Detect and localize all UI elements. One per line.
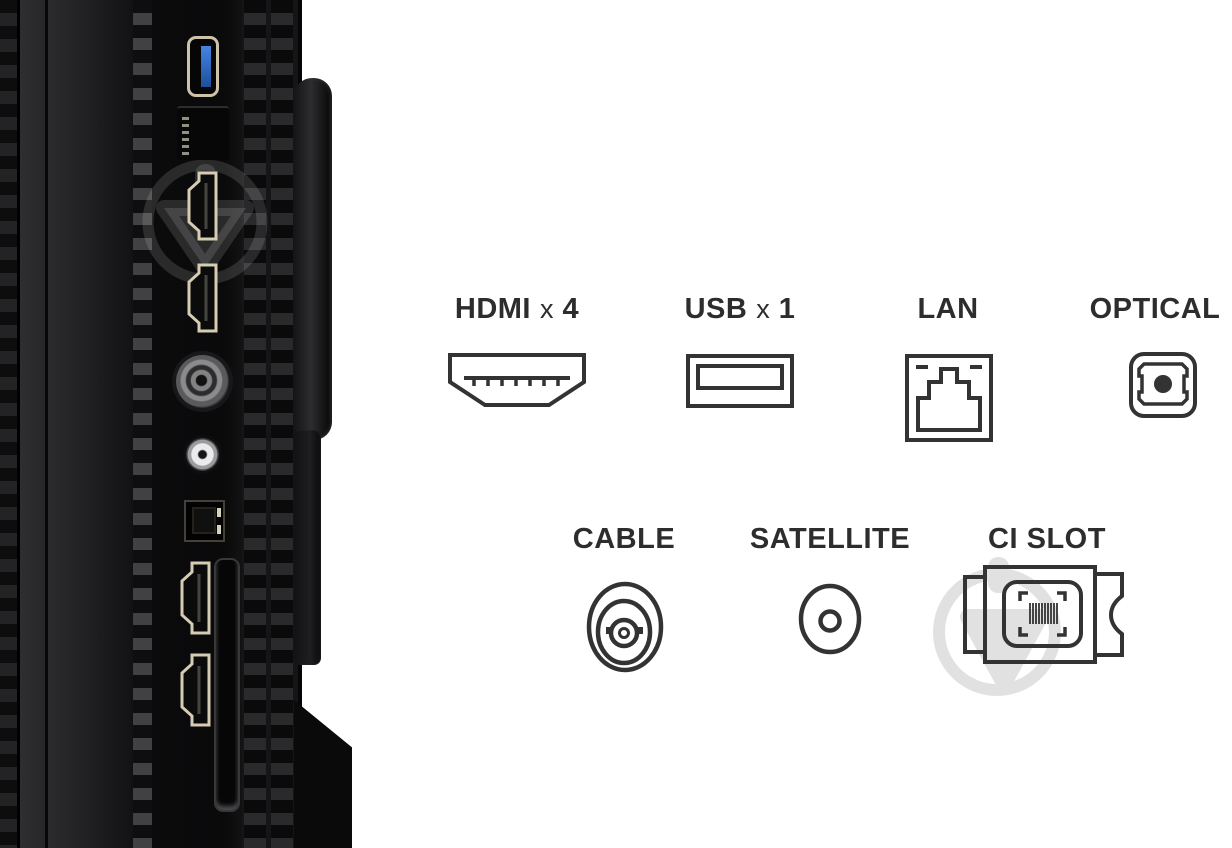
lan-pins (182, 117, 189, 155)
port-name: CABLE (572, 523, 676, 555)
usb-blue-tongue (201, 46, 211, 87)
port-name: OPTICAL (1089, 293, 1221, 325)
panel-strip (20, 0, 45, 848)
port-name: CI SLOT (988, 523, 1106, 555)
lan-port-photo (177, 106, 229, 160)
panel-bottom-widening (294, 700, 352, 848)
vent-tiles (244, 0, 266, 848)
usb-port-photo (187, 36, 219, 97)
panel-protrusion-upper (294, 78, 332, 440)
port-name: SATELLITE (749, 523, 911, 555)
vent-tiles (271, 0, 293, 848)
optical-port-icon (1129, 352, 1197, 418)
panel-seam (17, 0, 20, 848)
hdmi-port-photo (187, 263, 218, 333)
multiplier-x: x (539, 294, 554, 324)
port-name: LAN (917, 293, 979, 325)
port-count: 4 (562, 293, 580, 325)
hdmi-port-photo (180, 561, 211, 635)
hdmi-port-photo (187, 171, 218, 241)
satellite-port-photo (186, 438, 219, 471)
panel-seam (45, 0, 48, 848)
label-optical: OPTICAL (1075, 293, 1232, 325)
ci-card-slot-photo (214, 558, 240, 812)
usb-port-icon (686, 354, 794, 408)
hdmi-port-icon (448, 353, 586, 407)
textured-strip (242, 0, 298, 848)
vent-strip-left (0, 0, 17, 848)
lan-port-icon (905, 354, 993, 442)
panel-body (48, 0, 133, 848)
hdmi-port-photo (180, 653, 211, 727)
vent-strip-middle (133, 0, 152, 848)
optical-opening (192, 507, 216, 534)
ci-slot-icon (963, 565, 1124, 664)
label-cable: CABLE (544, 523, 704, 555)
optical-tab (217, 508, 221, 517)
multiplier-x: x (756, 294, 770, 324)
tv-side-panel-photo (0, 0, 352, 848)
panel-protrusion-lower (294, 430, 321, 665)
optical-tab (217, 525, 221, 534)
label-lan: LAN (868, 293, 1028, 325)
port-count: 1 (778, 293, 796, 325)
port-name: USB (684, 293, 748, 325)
label-satellite: SATELLITE (740, 523, 920, 555)
port-name: HDMI (454, 293, 531, 325)
satellite-port-icon (798, 583, 862, 655)
label-ci-slot: CI SLOT (967, 523, 1127, 555)
optical-port-photo (184, 500, 225, 542)
antenna-coax-port-photo (176, 355, 229, 408)
cable-port-icon (586, 581, 664, 673)
